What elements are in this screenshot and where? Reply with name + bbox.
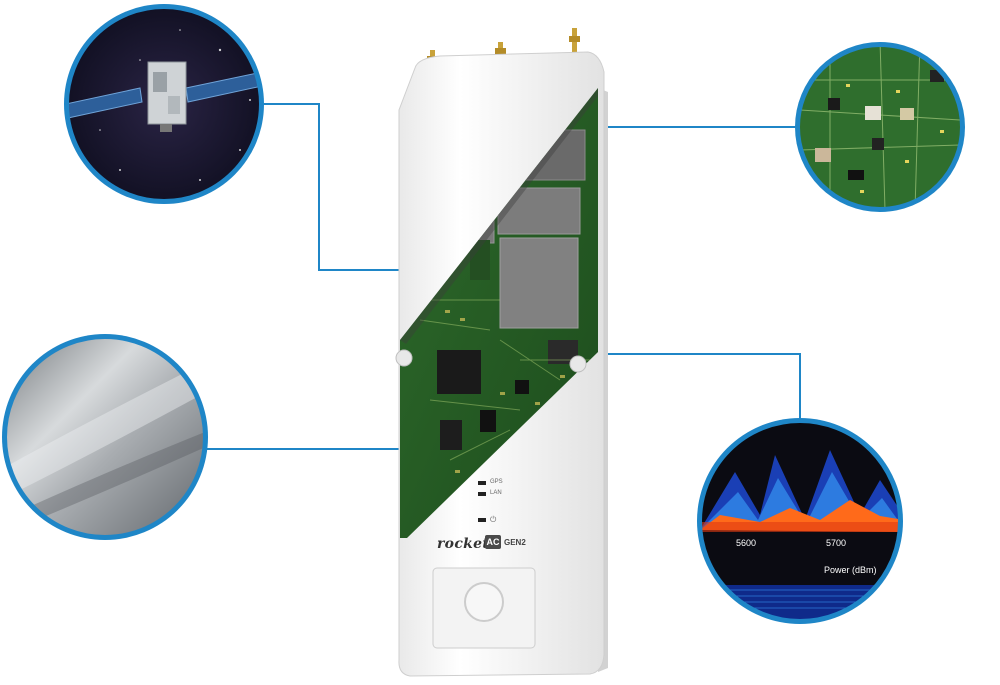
chart-icon (700, 421, 900, 621)
spectrum-axis-label: Power (dBm) (824, 565, 877, 575)
satellite-callout (64, 4, 264, 204)
spectrum-tick-5600: 5600 (736, 538, 757, 548)
power-icon: ⏻ (490, 515, 497, 524)
gps-led (478, 481, 486, 485)
spectrum-tick-5700: 5700 (826, 538, 847, 548)
power-led (478, 518, 486, 522)
metal-texture-callout (2, 334, 208, 540)
cable-grommet (464, 582, 504, 622)
lan-led (478, 492, 486, 496)
generation-label: GEN2 (504, 538, 526, 547)
model-badge: AC (485, 535, 501, 549)
spectrum-callout (697, 418, 903, 624)
circuit-board-callout (795, 42, 965, 212)
gps-led-label: GPS (490, 479, 503, 485)
rocket-device (395, 28, 608, 677)
texture-icon (5, 337, 205, 537)
brand-logo-text: rocket (437, 536, 490, 552)
lan-led-label: LAN (490, 490, 502, 496)
circuit-icon (798, 45, 962, 209)
satellite-icon (67, 61, 261, 132)
